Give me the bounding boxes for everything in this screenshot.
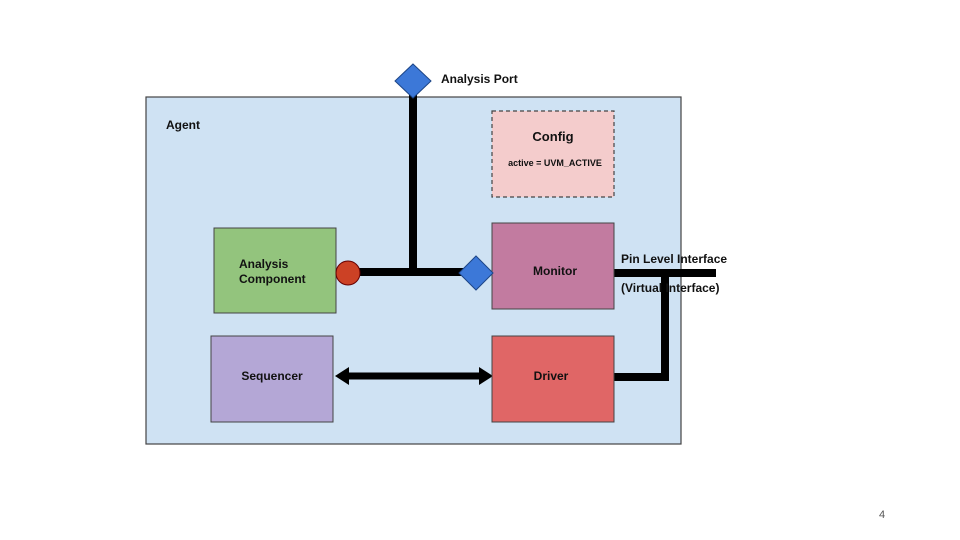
monitor-port-diamond-icon (458, 255, 494, 291)
arrowhead-right-icon (479, 367, 493, 385)
analysis-export-circle-icon (335, 260, 361, 286)
analysis-component-box (213, 227, 337, 314)
analysis-port-wire (409, 88, 417, 272)
virtual-interface-label: (Virtual Interface) (621, 281, 719, 295)
config-setting: active = UVM_ACTIVE (508, 158, 602, 168)
driver-label: Driver (534, 369, 569, 383)
analysis-component-label-line2: Component (239, 272, 306, 286)
monitor-analysis-wire (356, 268, 468, 276)
driver-box (491, 335, 615, 423)
pin-level-interface-label: Pin Level Interface (621, 252, 727, 266)
analysis-component-label-line1: Analysis (239, 257, 289, 271)
pin-interface-wire (613, 269, 716, 381)
page-number: 4 (878, 509, 886, 521)
sequencer-box (210, 335, 334, 423)
arrowhead-left-icon (335, 367, 349, 385)
config-title: Config (532, 129, 573, 144)
config-box (491, 110, 615, 198)
analysis-port-diamond-icon (394, 63, 432, 99)
monitor-box (491, 222, 615, 310)
analysis-port-label: Analysis Port (441, 72, 518, 86)
monitor-label: Monitor (533, 264, 577, 278)
agent-label: Agent (166, 118, 200, 132)
sequencer-label: Sequencer (241, 369, 303, 383)
